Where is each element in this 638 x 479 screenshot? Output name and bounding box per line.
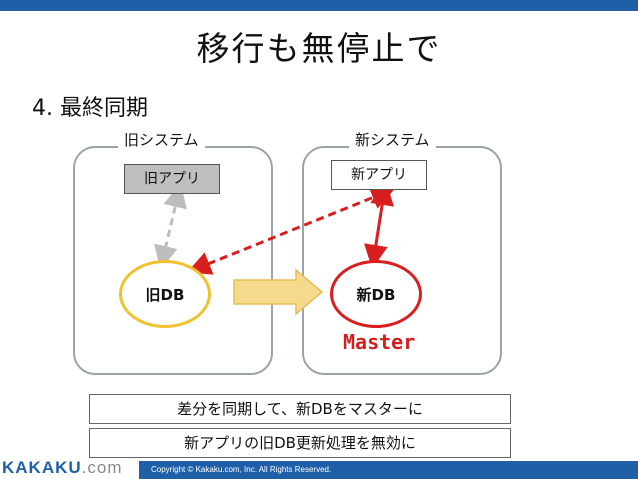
new-app-new-db-link — [363, 181, 395, 269]
logo-main-text: KAKAKU — [2, 458, 82, 477]
new-db-node: 新DB — [330, 260, 422, 328]
note-sync-diff: 差分を同期して、新DBをマスターに — [89, 394, 511, 424]
old-system-label: 旧システム — [118, 129, 205, 150]
old-db-node: 旧DB — [119, 260, 211, 328]
old-app-box: 旧アプリ — [124, 164, 220, 194]
note-disable-old-db-update: 新アプリの旧DB更新処理を無効に — [89, 428, 511, 458]
new-app-old-db-link — [186, 186, 396, 275]
logo-suffix-text: .com — [81, 458, 123, 477]
master-label: Master — [343, 330, 416, 354]
kakaku-logo: KAKAKU.com — [2, 458, 123, 478]
old-db-label: 旧DB — [145, 285, 185, 304]
new-app-box: 新アプリ — [331, 160, 427, 190]
top-accent-bar — [0, 0, 638, 11]
copyright-text: Copyright © Kakaku.com, Inc. All Rights … — [151, 465, 332, 474]
new-system-label: 新システム — [349, 129, 436, 150]
old-app-old-db-link — [154, 183, 187, 270]
copyright-bar: Copyright © Kakaku.com, Inc. All Rights … — [139, 461, 638, 479]
migration-block-arrow — [233, 268, 324, 316]
slide-title: 移行も無停止で — [196, 29, 442, 68]
new-db-label: 新DB — [356, 285, 396, 304]
slide-subtitle: 4. 最終同期 — [32, 96, 148, 121]
